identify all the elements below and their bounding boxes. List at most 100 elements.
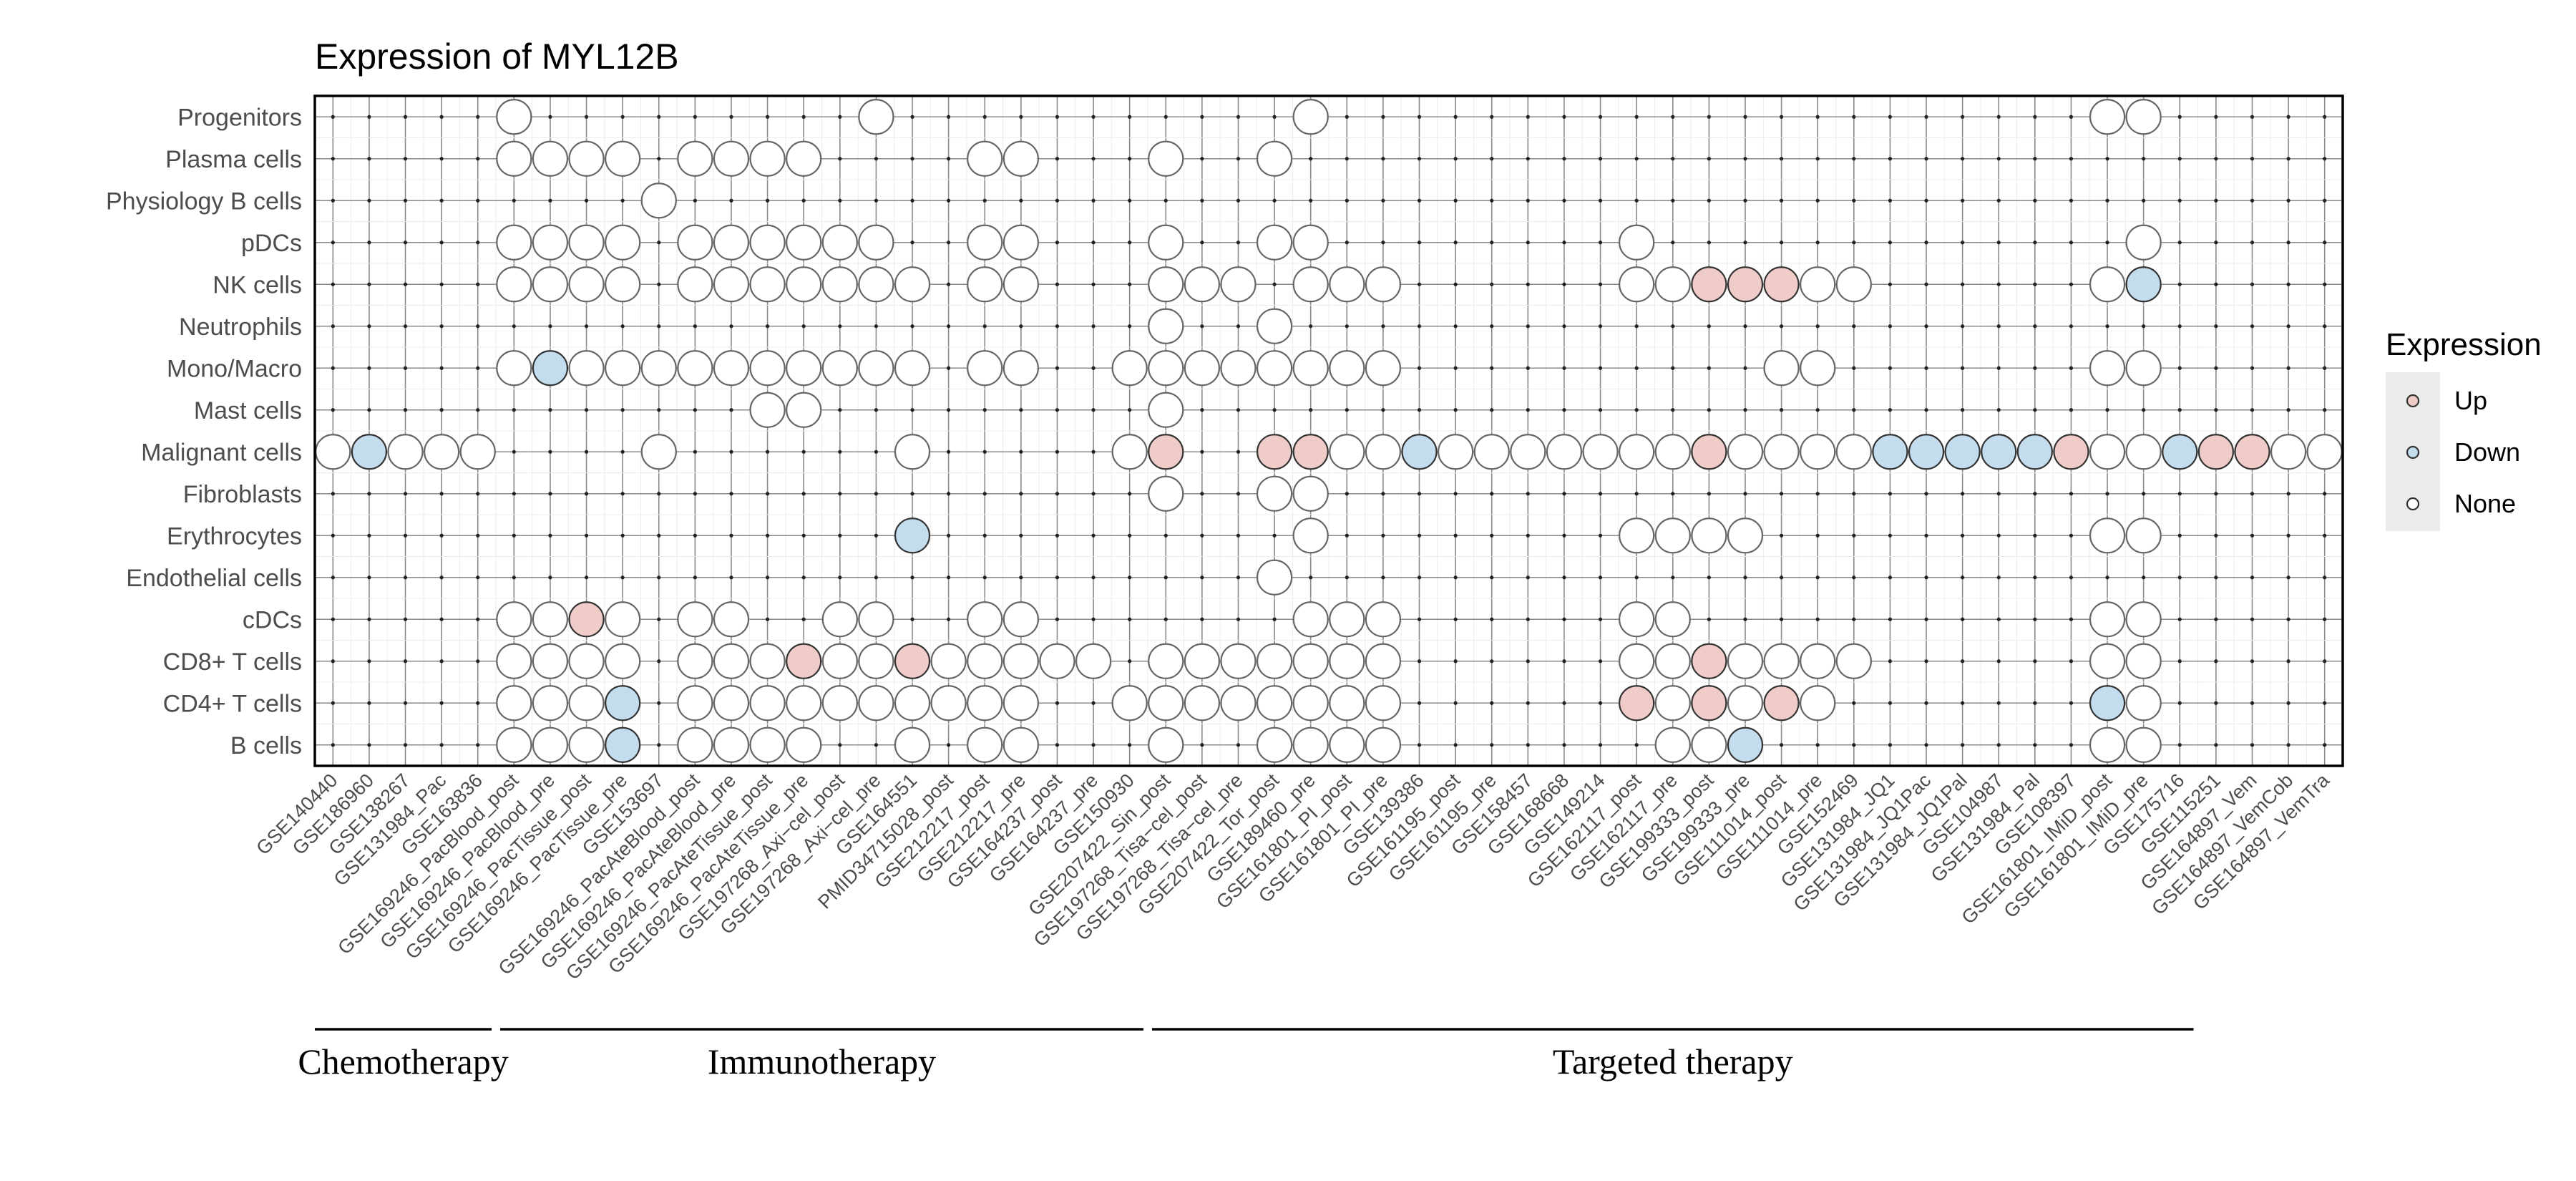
cell-marker [512,408,516,412]
cell-marker [2033,743,2037,747]
cell-marker [1236,617,1241,621]
cell-marker [1671,575,1675,580]
cell-marker [2033,701,2037,705]
data-point [1654,643,1691,679]
data-point [749,140,786,177]
cell-marker [2214,575,2218,580]
cell-marker [657,408,661,412]
cell-marker [1961,240,1965,245]
cell-marker [982,492,987,496]
data-point [424,434,460,470]
cell-marker [1236,115,1241,119]
data-point [1148,224,1184,261]
cell-marker [2105,408,2109,412]
cell-marker [1924,366,1928,370]
cell-marker [1236,240,1241,245]
data-point [568,266,605,303]
cell-marker [1019,575,1023,580]
cell-marker [620,115,625,119]
cell-marker [1562,366,1566,370]
cell-marker [693,324,697,329]
cell-marker [439,366,444,370]
data-point [1148,434,1184,470]
cell-marker [657,575,661,580]
cell-marker [1490,408,1494,412]
cell-marker [439,492,444,496]
cell-marker [2323,408,2327,412]
cell-marker [838,157,842,161]
cell-marker [2142,408,2146,412]
cell-marker [1961,617,1965,621]
cell-marker [1128,575,1132,580]
data-point [532,601,569,638]
data-point [1619,601,1655,638]
cell-marker [1091,324,1096,329]
cell-marker [331,659,335,664]
data-point [1256,350,1293,387]
cell-marker [1417,408,1422,412]
cell-marker [1128,240,1132,245]
cell-marker [1526,701,1530,705]
cell-marker [512,533,516,538]
data-point [1654,517,1691,554]
cell-marker [1490,617,1494,621]
y-tick-label: Physiology B cells [106,188,302,215]
cell-marker [1671,115,1675,119]
data-point [713,726,750,763]
data-point [1292,224,1329,261]
data-point [1220,685,1257,721]
cell-marker [1345,157,1349,161]
cell-marker [1961,575,1965,580]
cell-marker [729,449,733,454]
cell-marker [1128,408,1132,412]
cell-marker [693,198,697,203]
cell-marker [476,198,480,203]
cell-marker [1996,366,2001,370]
data-point [568,224,605,261]
cell-marker [1272,198,1277,203]
data-point [532,140,569,177]
cell-marker [1671,324,1675,329]
data-point [1727,726,1764,763]
cell-marker [1091,240,1096,245]
cell-marker [367,282,371,286]
cell-marker [765,617,770,621]
data-point [786,392,822,428]
cell-marker [910,157,914,161]
cell-marker [765,575,770,580]
cell-marker [1707,575,1711,580]
cell-marker [1272,115,1277,119]
cell-marker [2177,366,2182,370]
cell-marker [1924,492,1928,496]
cell-marker [1924,575,1928,580]
cell-marker [1779,115,1784,119]
data-point [605,224,641,261]
cell-marker [693,408,697,412]
cell-marker [1924,157,1928,161]
cell-marker [2033,157,2037,161]
data-point [786,350,822,387]
cell-marker [1163,617,1168,621]
cell-marker [1055,115,1060,119]
cell-marker [1381,157,1385,161]
cell-marker [1707,366,1711,370]
data-point [1111,350,1148,387]
cell-marker [1852,366,1856,370]
cell-marker [1526,324,1530,329]
cell-marker [2105,240,2109,245]
cell-marker [439,324,444,329]
data-point [568,643,605,679]
cell-marker [2177,408,2182,412]
cell-marker [801,198,806,203]
data-point [713,643,750,679]
cell-marker [2214,366,2218,370]
cell-marker [1200,324,1204,329]
cell-marker [1562,198,1566,203]
data-point [1148,308,1184,344]
cell-marker [1345,575,1349,580]
data-point [568,601,605,638]
cell-marker [1996,492,2001,496]
cell-marker [1598,408,1603,412]
